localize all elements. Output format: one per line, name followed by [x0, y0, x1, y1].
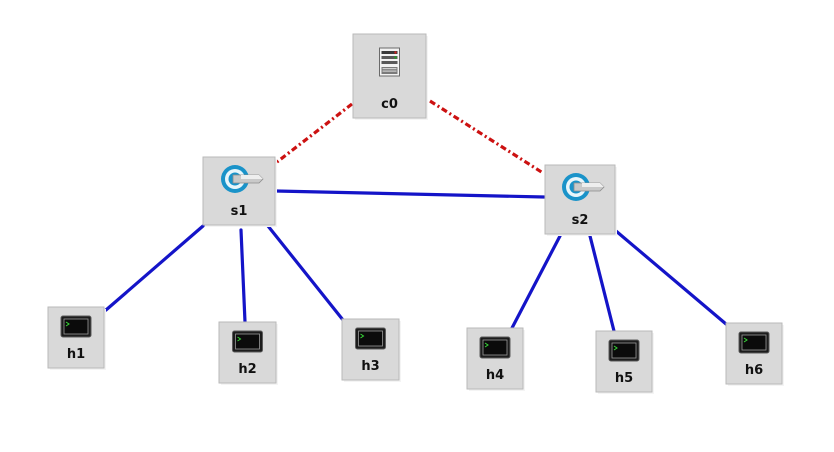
node-label: h3	[361, 359, 379, 374]
node-label: s2	[572, 213, 589, 228]
host-terminal-icon	[232, 330, 263, 353]
link-s1-s2[interactable]	[274, 189, 546, 199]
node-h6[interactable]: h6	[725, 322, 784, 386]
node-label: h6	[745, 363, 763, 378]
link-s1-h2[interactable]	[239, 228, 247, 324]
host-terminal-icon	[60, 315, 92, 338]
link-s2-h5[interactable]	[588, 234, 616, 333]
link-c0-s2[interactable]	[429, 99, 544, 175]
node-label: h5	[615, 371, 633, 386]
node-label: h4	[486, 368, 504, 383]
node-s1[interactable]: s1	[202, 156, 277, 227]
link-s2-h6[interactable]	[614, 229, 728, 326]
node-label: s1	[231, 204, 248, 219]
host-terminal-icon	[479, 336, 511, 359]
switch-icon	[562, 173, 605, 201]
link-s1-h3[interactable]	[266, 224, 345, 322]
link-c0-s1[interactable]	[276, 102, 353, 164]
host-terminal-icon	[355, 327, 386, 350]
node-h2[interactable]: h2	[218, 321, 278, 385]
links-layer	[104, 99, 728, 333]
node-label: h1	[67, 347, 85, 362]
node-c0[interactable]: c0	[352, 33, 428, 120]
node-h3[interactable]: h3	[341, 318, 401, 382]
node-h5[interactable]: h5	[595, 330, 654, 394]
nodes-layer: c0 s1 s2 h1 h2 h3 h4 h5 h6	[47, 33, 784, 394]
link-s2-h4[interactable]	[510, 234, 562, 330]
node-h4[interactable]: h4	[466, 327, 525, 391]
node-s2[interactable]: s2	[544, 164, 617, 236]
switch-icon	[221, 165, 264, 193]
node-label: h2	[238, 362, 256, 377]
host-terminal-icon	[608, 339, 640, 362]
node-h1[interactable]: h1	[47, 306, 106, 370]
controller-server-icon	[379, 47, 400, 77]
node-label: c0	[381, 97, 398, 112]
link-s1-h1[interactable]	[104, 224, 205, 312]
host-terminal-icon	[738, 331, 770, 354]
